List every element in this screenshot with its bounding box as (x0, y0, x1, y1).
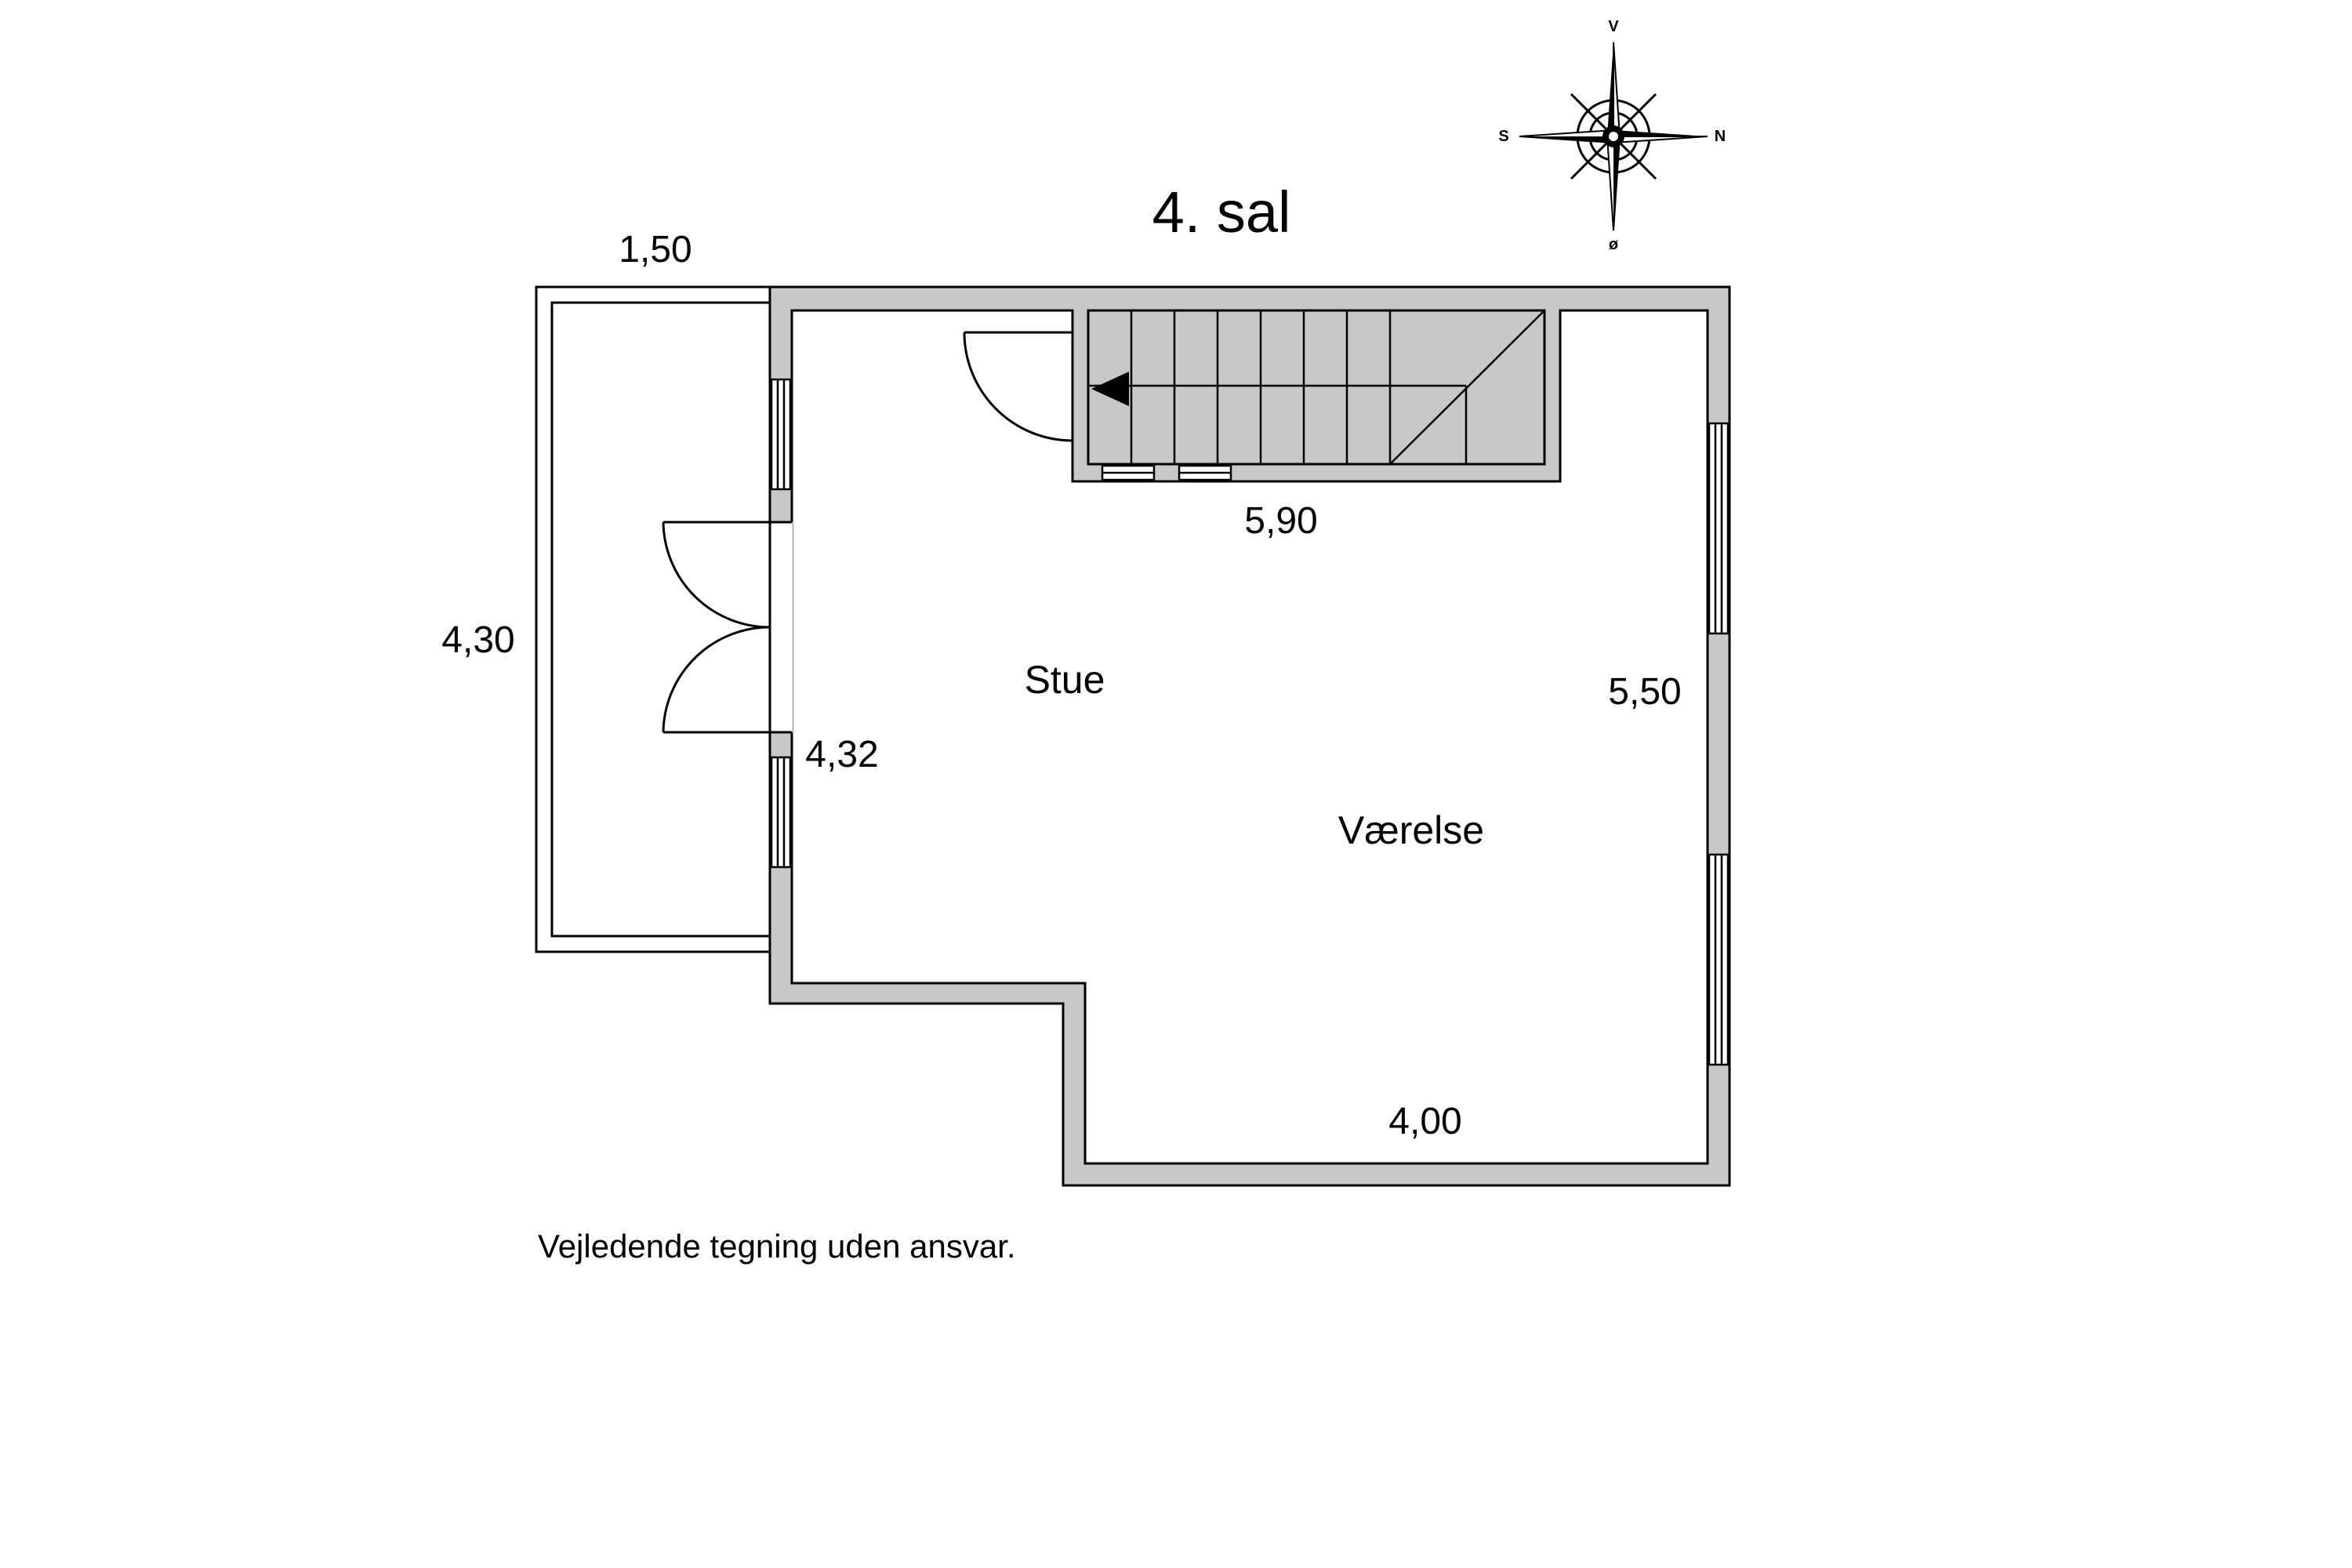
staircase (1087, 309, 1546, 466)
balcony (535, 285, 771, 953)
stair-door (963, 331, 1073, 442)
window-left-upper (770, 378, 792, 491)
compass-rose-icon: V S N ø (1498, 18, 1726, 253)
dimension-top-wall: 5,90 (1244, 500, 1317, 542)
disclaimer-text: Vejledende tegning uden ansvar. (538, 1228, 1016, 1265)
balcony-inner (550, 301, 771, 938)
window-right-upper (1708, 422, 1730, 635)
dimension-balcony-width: 1,50 (619, 229, 691, 270)
stair-direction-arrow-icon (1091, 372, 1129, 406)
dimension-bottom-wall: 4,00 (1388, 1101, 1461, 1142)
window-top-2 (1178, 464, 1232, 481)
window-left-lower (770, 756, 792, 869)
compass-label-right: N (1715, 128, 1726, 145)
stair-outline (1087, 309, 1546, 466)
dimension-balcony-length: 4,30 (441, 619, 514, 661)
exterior-wall (768, 285, 1731, 1187)
room-label-bedroom: Værelse (1338, 808, 1484, 852)
dimension-right-wall: 5,50 (1608, 671, 1681, 713)
balcony-outer (535, 285, 771, 953)
balcony-double-door (662, 521, 793, 734)
compass-label-left: S (1498, 128, 1508, 145)
room-label-living: Stue (1025, 658, 1105, 702)
window-top-1 (1101, 464, 1156, 481)
window-right-lower (1708, 853, 1730, 1066)
compass-label-top: V (1608, 18, 1619, 35)
floor-title: 4. sal (1152, 180, 1291, 245)
dimension-inner-left-wall: 4,32 (805, 734, 878, 775)
compass-label-bottom: ø (1609, 236, 1619, 253)
